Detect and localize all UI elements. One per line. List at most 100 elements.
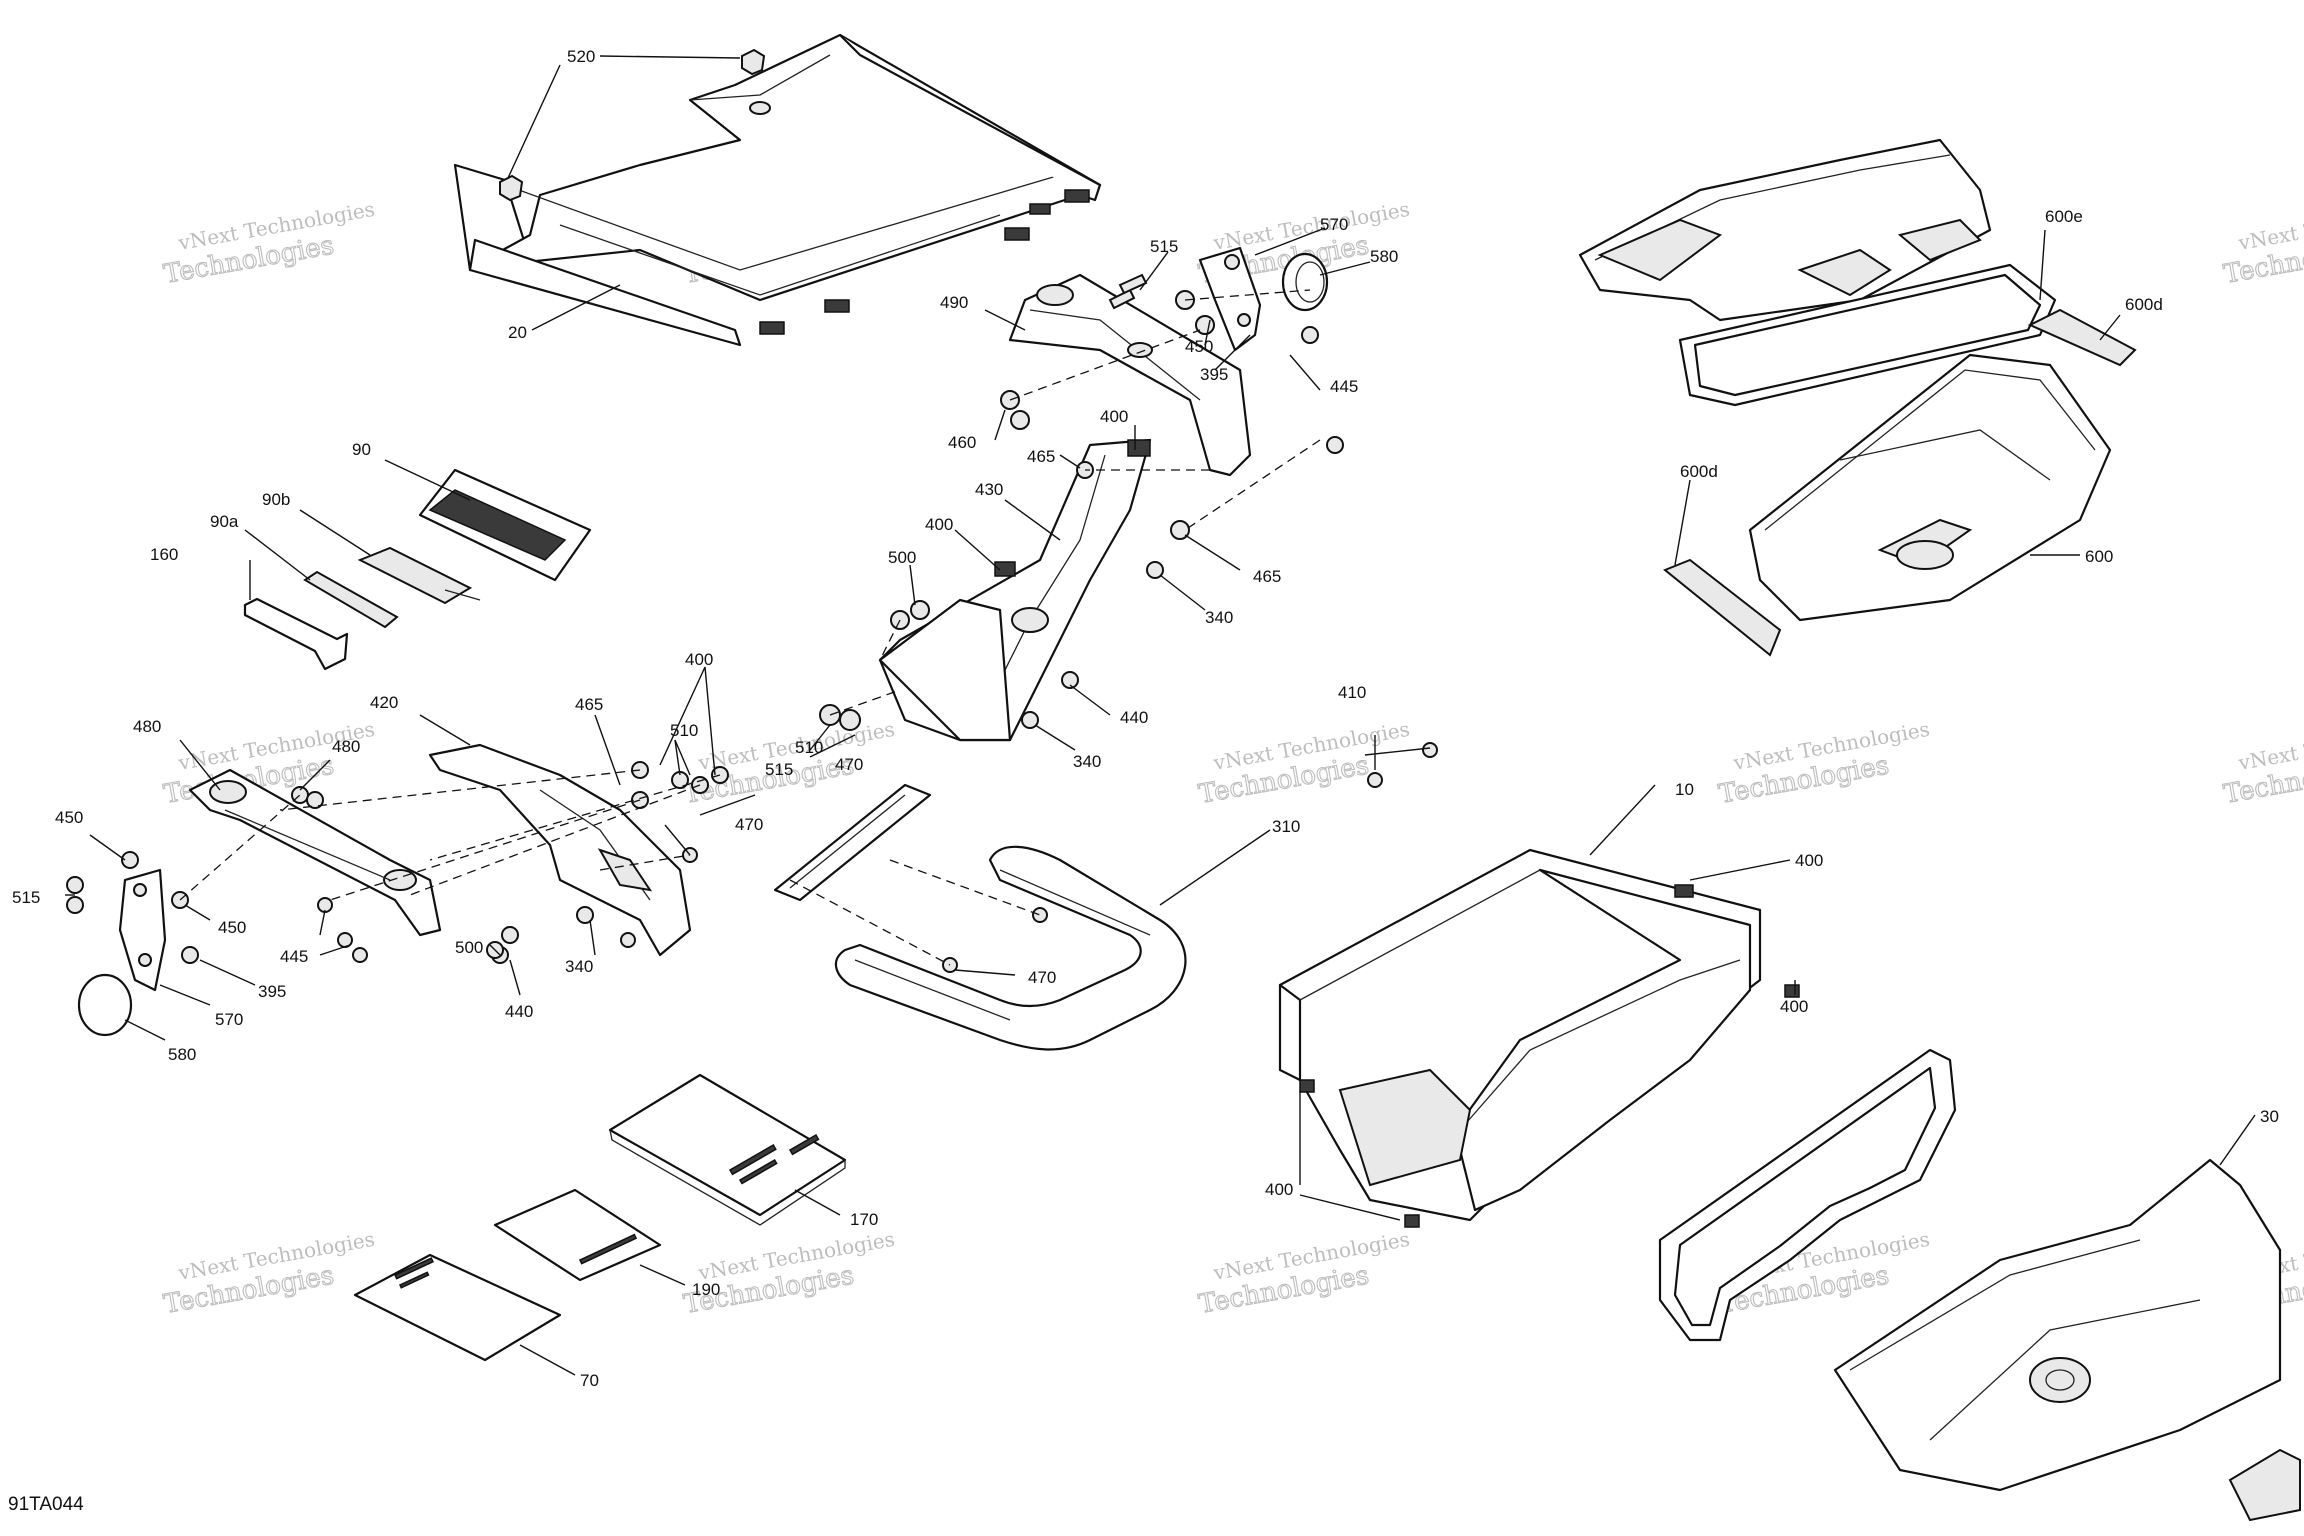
part-600d-strip-lower <box>1663 558 1782 657</box>
callout-570-lower: 570 <box>215 1010 243 1029</box>
callout-470-lower: 470 <box>1028 968 1056 987</box>
part-580-cap-left <box>77 973 133 1037</box>
watermark: vNext Technologies Technologies <box>1196 1227 1412 1321</box>
callout-340-mid: 340 <box>1073 752 1101 771</box>
callout-480-left: 480 <box>133 717 161 736</box>
callout-170: 170 <box>850 1210 878 1229</box>
callout-600e: 600e <box>2045 207 2083 226</box>
callout-440-upper: 440 <box>1120 708 1148 727</box>
part-600-tray <box>1748 353 2112 622</box>
callout-600d-lower: 600d <box>1680 462 1718 481</box>
callout-440-lower: 440 <box>505 1002 533 1021</box>
part-490-bracket <box>1008 273 1252 477</box>
part-420-bracket <box>428 743 692 957</box>
callout-400-box-top: 400 <box>1795 851 1823 870</box>
callout-445-upper: 445 <box>1330 377 1358 396</box>
part-90a-spark-tool <box>303 570 399 629</box>
callout-460: 460 <box>948 433 976 452</box>
callout-30: 30 <box>2260 1107 2279 1126</box>
callout-580-upper: 580 <box>1370 247 1398 266</box>
part-570-plate-left <box>118 868 167 992</box>
callout-10: 10 <box>1675 780 1694 799</box>
callout-570-upper: 570 <box>1320 215 1348 234</box>
figure-reference-code: 91TA044 <box>8 1494 84 1515</box>
callout-160: 160 <box>150 545 178 564</box>
callout-500-lower: 500 <box>455 938 483 957</box>
callout-470-left: 470 <box>735 815 763 834</box>
assembly-lines <box>179 289 1321 966</box>
callout-20: 20 <box>508 323 527 342</box>
callout-340-lower: 340 <box>565 957 593 976</box>
callout-400-left: 400 <box>685 650 713 669</box>
callout-465-left: 465 <box>575 695 603 714</box>
part-580-cap <box>1281 252 1329 312</box>
callout-515-left: 515 <box>12 888 40 907</box>
callout-70: 70 <box>580 1371 599 1390</box>
callout-465-upper: 465 <box>1027 447 1055 466</box>
callout-515-upper: 515 <box>1150 237 1178 256</box>
part-latch-cropped <box>2228 1448 2301 1522</box>
part-30-rear-cover <box>1833 1158 2282 1492</box>
callout-490: 490 <box>940 293 968 312</box>
watermark: vNext Technologies Technologies <box>681 1227 897 1321</box>
part-430-frame <box>878 438 1152 742</box>
callout-445-lower: 445 <box>280 947 308 966</box>
callout-395-upper: 395 <box>1200 365 1228 384</box>
callout-labels: 520 20 515 570 580 490 450 395 445 460 4… <box>12 47 2279 1390</box>
callout-450-left: 450 <box>55 808 83 827</box>
callout-600d-upper: 600d <box>2125 295 2163 314</box>
part-570-plate <box>1198 246 1262 352</box>
callout-510-mid: 510 <box>795 738 823 757</box>
leader-lines <box>65 227 2256 1376</box>
callout-420: 420 <box>370 693 398 712</box>
watermark: vNext Technologies Technologies <box>2221 197 2304 291</box>
callout-470-mid: 470 <box>835 755 863 774</box>
callout-395-lower: 395 <box>258 982 286 1001</box>
callout-400-upper: 400 <box>1100 407 1128 426</box>
callout-90a: 90a <box>210 512 239 531</box>
part-480-bracket <box>188 768 442 937</box>
watermark: vNext Technologies Technologies <box>1716 717 1932 811</box>
callout-510-left: 510 <box>670 721 698 740</box>
callout-400-box-left: 400 <box>1265 1180 1293 1199</box>
watermark-line1: vNext Technologies <box>2236 197 2304 255</box>
part-70-manual <box>353 1253 562 1362</box>
watermark: vNext Technologies Technologies <box>161 1227 377 1321</box>
watermark: vNext Technologies Technologies <box>1196 717 1412 811</box>
part-190-manual <box>493 1188 662 1282</box>
part-520-screws <box>499 48 771 202</box>
part-510-plate <box>773 783 932 902</box>
callout-90: 90 <box>352 440 371 459</box>
fasteners <box>66 290 1438 973</box>
callout-520: 520 <box>567 47 595 66</box>
callout-450-lower: 450 <box>218 918 246 937</box>
callout-90b: 90b <box>262 490 290 509</box>
callout-500-upper: 500 <box>888 548 916 567</box>
callout-480-right: 480 <box>332 737 360 756</box>
callout-430: 430 <box>975 480 1003 499</box>
part-10-storage-box <box>1278 848 1800 1228</box>
callout-310: 310 <box>1272 817 1300 836</box>
part-600e-gasket <box>1678 263 2057 407</box>
callout-450-upper: 450 <box>1185 337 1213 356</box>
callout-515-mid: 515 <box>765 760 793 779</box>
watermark: vNext Technologies Technologies <box>2221 717 2304 811</box>
watermark-line1: vNext Technologies <box>2236 717 2304 775</box>
part-90b-screwdriver <box>357 546 481 605</box>
watermark: vNext Technologies Technologies <box>161 197 377 291</box>
callout-340-upper: 340 <box>1205 608 1233 627</box>
callout-400-box-right: 400 <box>1780 997 1808 1016</box>
part-10-gasket <box>1658 1048 1957 1342</box>
callout-400-mid: 400 <box>925 515 953 534</box>
part-160-spanner <box>243 597 349 671</box>
part-600d-strip-upper <box>2027 308 2137 367</box>
part-600-lid <box>1578 138 1992 322</box>
part-310-handle <box>834 845 1187 1051</box>
part-170-manual <box>608 1073 847 1226</box>
callout-190: 190 <box>692 1280 720 1299</box>
callout-465-mid: 465 <box>1253 567 1281 586</box>
callout-410: 410 <box>1338 683 1366 702</box>
callout-580-lower: 580 <box>168 1045 196 1064</box>
callout-600: 600 <box>2085 547 2113 566</box>
